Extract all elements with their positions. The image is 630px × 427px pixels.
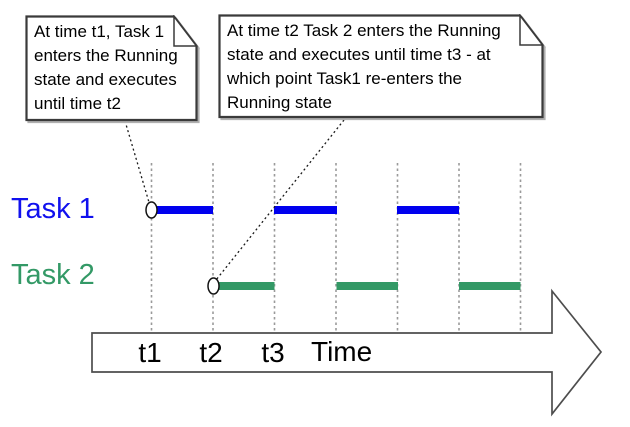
- task2-running-bar: [336, 282, 398, 290]
- task1-start-event-circle: [145, 201, 158, 219]
- task1-bars: [153, 206, 459, 214]
- task1-note-text: At time t1, Task 1 enters the Running st…: [34, 22, 178, 113]
- note-folded-corner-icon: [519, 14, 544, 46]
- note-connectors: [124, 119, 345, 281]
- note-folded-corner-icon: [173, 15, 198, 47]
- task2-note: At time t2 Task 2 enters the Running sta…: [218, 14, 544, 119]
- note-shape: [218, 14, 544, 119]
- note-body: [218, 14, 544, 119]
- axis-tick-t1: t1: [138, 337, 162, 368]
- gridlines: [150, 163, 522, 332]
- task1-note: At time t1, Task 1 enters the Running st…: [25, 15, 198, 122]
- note-body: [25, 15, 198, 122]
- task1-running-bar: [153, 206, 213, 214]
- task2-bars: [215, 282, 521, 290]
- task1-running-bar: [274, 206, 337, 214]
- axis-tick-t3: t3: [261, 337, 285, 368]
- time-axis-arrow: [91, 288, 603, 417]
- note2-connector-line: [215, 119, 345, 281]
- task2-row-label: Task 2: [11, 259, 95, 291]
- task1-row-label: Task 1: [11, 193, 95, 225]
- task1-running-bar: [397, 206, 459, 214]
- task2-running-bar: [459, 282, 521, 290]
- task2-note-text: At time t2 Task 2 enters the Running sta…: [227, 21, 501, 112]
- time-axis-label: Time: [311, 336, 373, 367]
- note-shape: [25, 15, 198, 122]
- axis-tick-t2: t2: [199, 337, 223, 368]
- note1-connector-line: [124, 120, 151, 205]
- task2-running-bar: [215, 282, 275, 290]
- task2-start-event-circle: [207, 277, 220, 295]
